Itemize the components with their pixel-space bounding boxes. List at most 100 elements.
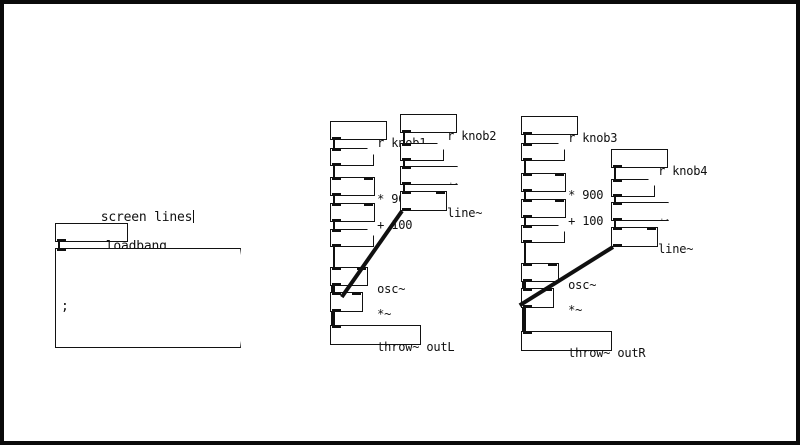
inlet-nub xyxy=(332,267,341,270)
message-screen-lines[interactable]: ; screenLine1 Basic Synth; screenLine2 A… xyxy=(55,248,241,348)
cord-number-to-multiply xyxy=(333,165,335,178)
object-add-100-left[interactable]: + 100 xyxy=(330,203,412,231)
inlet-nub-right xyxy=(436,191,445,194)
number-box-knob1-value[interactable]: 0 xyxy=(330,148,374,166)
cord-multiply-to-add xyxy=(333,195,335,204)
message-ramp-left-text: $1 100 xyxy=(447,180,490,195)
cord-mult-to-throw-left xyxy=(331,311,335,327)
inlet-nub xyxy=(332,177,341,180)
message-line-0: ; xyxy=(61,298,69,314)
object-multiply-900-right[interactable]: * 900 xyxy=(521,173,603,201)
cord-msg-to-line-right xyxy=(614,220,616,228)
outlet-nub xyxy=(613,244,622,247)
cord-number-to-osc-right xyxy=(524,242,526,264)
number-box-knob3-value[interactable]: 0 xyxy=(521,143,565,161)
number-box-freq-right-text: 0 xyxy=(568,239,576,254)
inlet-nub xyxy=(523,225,532,228)
inlet-nub-right xyxy=(548,263,557,266)
inlet-nub xyxy=(523,263,532,266)
outlet-nub xyxy=(523,279,532,282)
object-throw-outr-label: throw~ outR xyxy=(568,345,646,360)
outlet-nub xyxy=(332,137,341,140)
inlet-nub xyxy=(523,288,532,291)
object-r-knob3[interactable]: r knob3 xyxy=(521,116,618,144)
outlet-nub xyxy=(332,309,341,312)
inlet-nub xyxy=(613,227,622,230)
object-multiply-900-left[interactable]: * 900 xyxy=(330,177,412,205)
inlet-nub xyxy=(523,143,532,146)
cord-rknob1-to-number xyxy=(333,139,335,149)
outlet-nub xyxy=(332,163,341,166)
cord-rknob4-to-number xyxy=(614,167,616,180)
message-ramp-right-text: $1 100 xyxy=(658,216,701,231)
pd-patch-canvas[interactable]: screen lines loadbang ; screenLine1 Basi… xyxy=(4,4,796,441)
object-line-right[interactable]: line~ xyxy=(611,227,693,255)
message-line-3: screenLine3; xyxy=(61,439,232,441)
inlet-nub-right xyxy=(555,173,564,176)
object-multiply-signal-left-label: *~ xyxy=(377,306,392,321)
object-multiply-signal-right[interactable]: *~ xyxy=(521,288,582,316)
object-add-100-right[interactable]: + 100 xyxy=(521,199,603,227)
cord-multiply-to-add-right xyxy=(524,191,526,200)
object-r-knob2-label: r knob2 xyxy=(447,128,497,143)
number-box-knob1-value-text: 0 xyxy=(377,162,385,177)
outlet-nub xyxy=(402,182,411,185)
cord-osc-to-mult-right xyxy=(522,281,526,289)
number-box-knob4-value[interactable]: 0 xyxy=(611,179,655,197)
cord-loadbang-to-message xyxy=(58,241,60,250)
text-caret xyxy=(193,209,195,223)
cord-rknob3-to-number xyxy=(524,134,526,144)
inlet-nub-right xyxy=(352,292,361,295)
inlet-nub xyxy=(402,166,411,169)
inlet-nub-right xyxy=(555,199,564,202)
object-r-knob1[interactable]: r knob1 xyxy=(330,121,427,149)
object-r-knob2[interactable]: r knob2 xyxy=(400,114,497,142)
outlet-nub xyxy=(402,158,411,161)
outlet-nub xyxy=(613,194,622,197)
object-r-knob3-label: r knob3 xyxy=(568,130,618,145)
outlet-nub xyxy=(523,305,532,308)
object-add-100-right-label: + 100 xyxy=(568,213,604,228)
outlet-nub xyxy=(523,215,532,218)
object-r-knob4-label: r knob4 xyxy=(658,163,708,178)
inlet-nub xyxy=(57,248,66,251)
comment-screen-lines[interactable]: screen lines xyxy=(55,196,195,238)
inlet-nub xyxy=(332,148,341,151)
object-osc-right[interactable]: osc~ xyxy=(521,263,596,291)
number-box-knob2-value[interactable]: 0 xyxy=(400,143,444,161)
outlet-nub xyxy=(332,244,341,247)
inlet-nub-right xyxy=(647,227,656,230)
outlet-nub xyxy=(332,193,341,196)
outlet-nub xyxy=(523,240,532,243)
object-line-right-label: line~ xyxy=(658,241,694,256)
object-r-knob4[interactable]: r knob4 xyxy=(611,149,708,177)
number-box-freq-right[interactable]: 0 xyxy=(521,225,565,243)
object-throw-outr[interactable]: throw~ outR xyxy=(521,331,646,359)
object-multiply-900-right-label: * 900 xyxy=(568,187,604,202)
inlet-nub xyxy=(523,173,532,176)
object-loadbang[interactable]: loadbang xyxy=(55,223,167,253)
object-multiply-signal-left[interactable]: *~ xyxy=(330,292,391,320)
outlet-nub xyxy=(332,283,341,286)
inlet-nub xyxy=(332,203,341,206)
inlet-nub-right xyxy=(364,177,373,180)
number-box-knob3-value-text: 0 xyxy=(568,157,576,172)
inlet-nub xyxy=(332,292,341,295)
outlet-nub xyxy=(523,158,532,161)
object-osc-left-label: osc~ xyxy=(377,281,406,296)
outlet-nub xyxy=(57,239,66,242)
number-box-freq-left[interactable]: 0 xyxy=(330,229,374,247)
message-ramp-right[interactable]: $1 100 xyxy=(611,202,669,221)
cord-rknob2-to-number xyxy=(403,132,405,144)
cord-add-to-number-freq-right xyxy=(524,217,526,226)
inlet-nub xyxy=(332,325,341,328)
inlet-nub-right xyxy=(364,203,373,206)
object-line-left[interactable]: line~ xyxy=(400,191,482,219)
message-ramp-left[interactable]: $1 100 xyxy=(400,166,458,185)
object-throw-outl[interactable]: throw~ outL xyxy=(330,325,455,353)
cord-number-to-msg-right xyxy=(614,196,616,203)
cord-mult-to-throw-right xyxy=(522,307,526,333)
outlet-nub xyxy=(523,132,532,135)
outlet-nub xyxy=(523,189,532,192)
